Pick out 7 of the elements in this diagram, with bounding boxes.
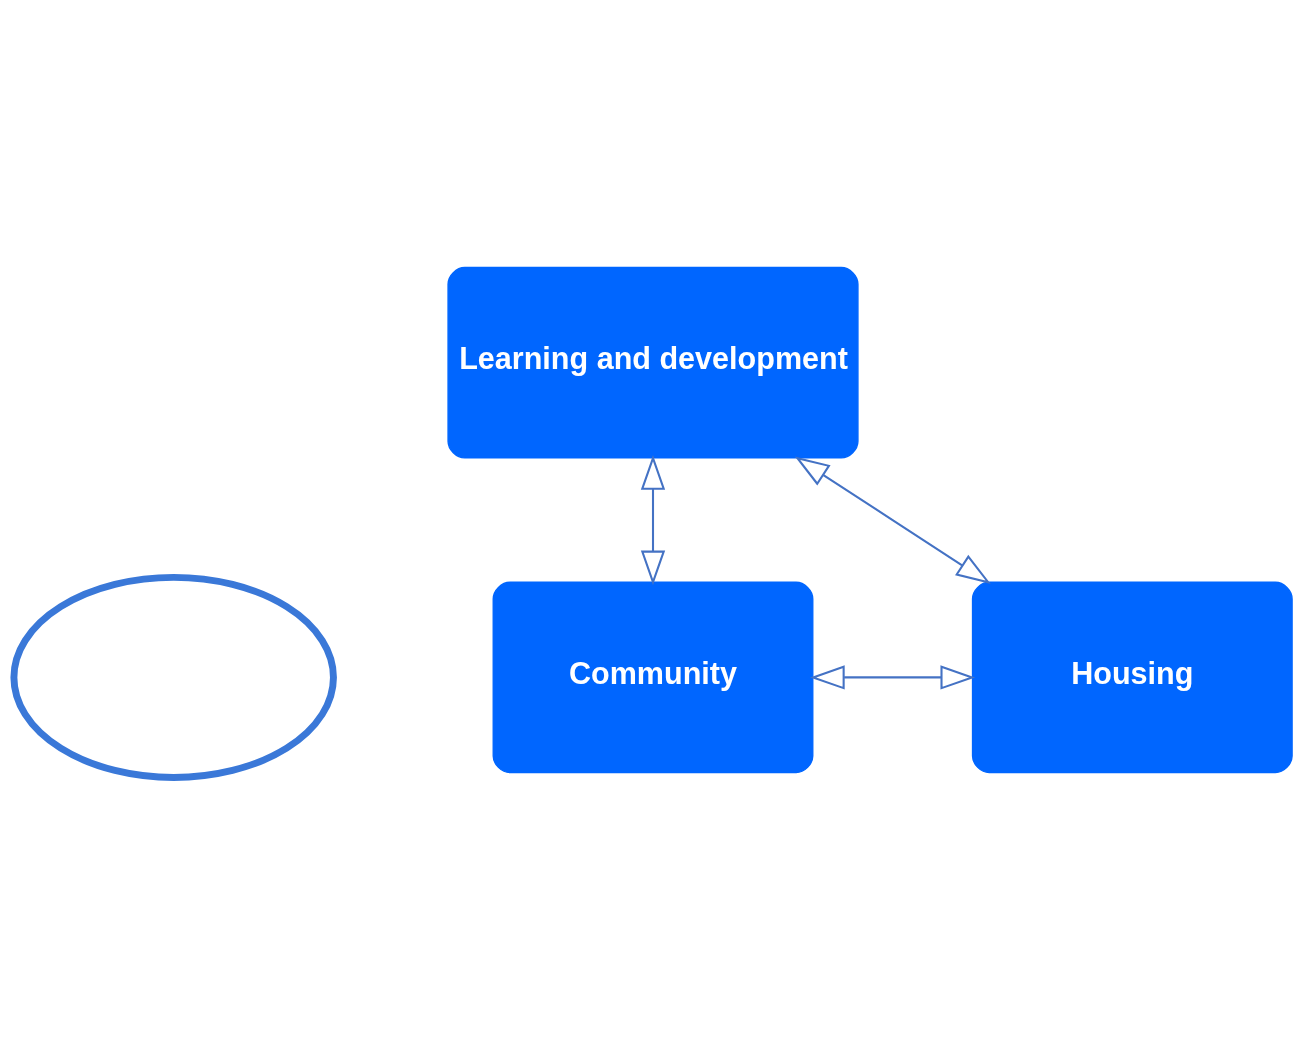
arrow [640,454,666,586]
node-box: Learning and development [447,266,859,459]
node-box: Housing [971,581,1293,774]
arrow [794,456,991,584]
node-ellipse [10,573,337,781]
arrow [809,665,976,690]
node-box: Community [492,581,814,774]
